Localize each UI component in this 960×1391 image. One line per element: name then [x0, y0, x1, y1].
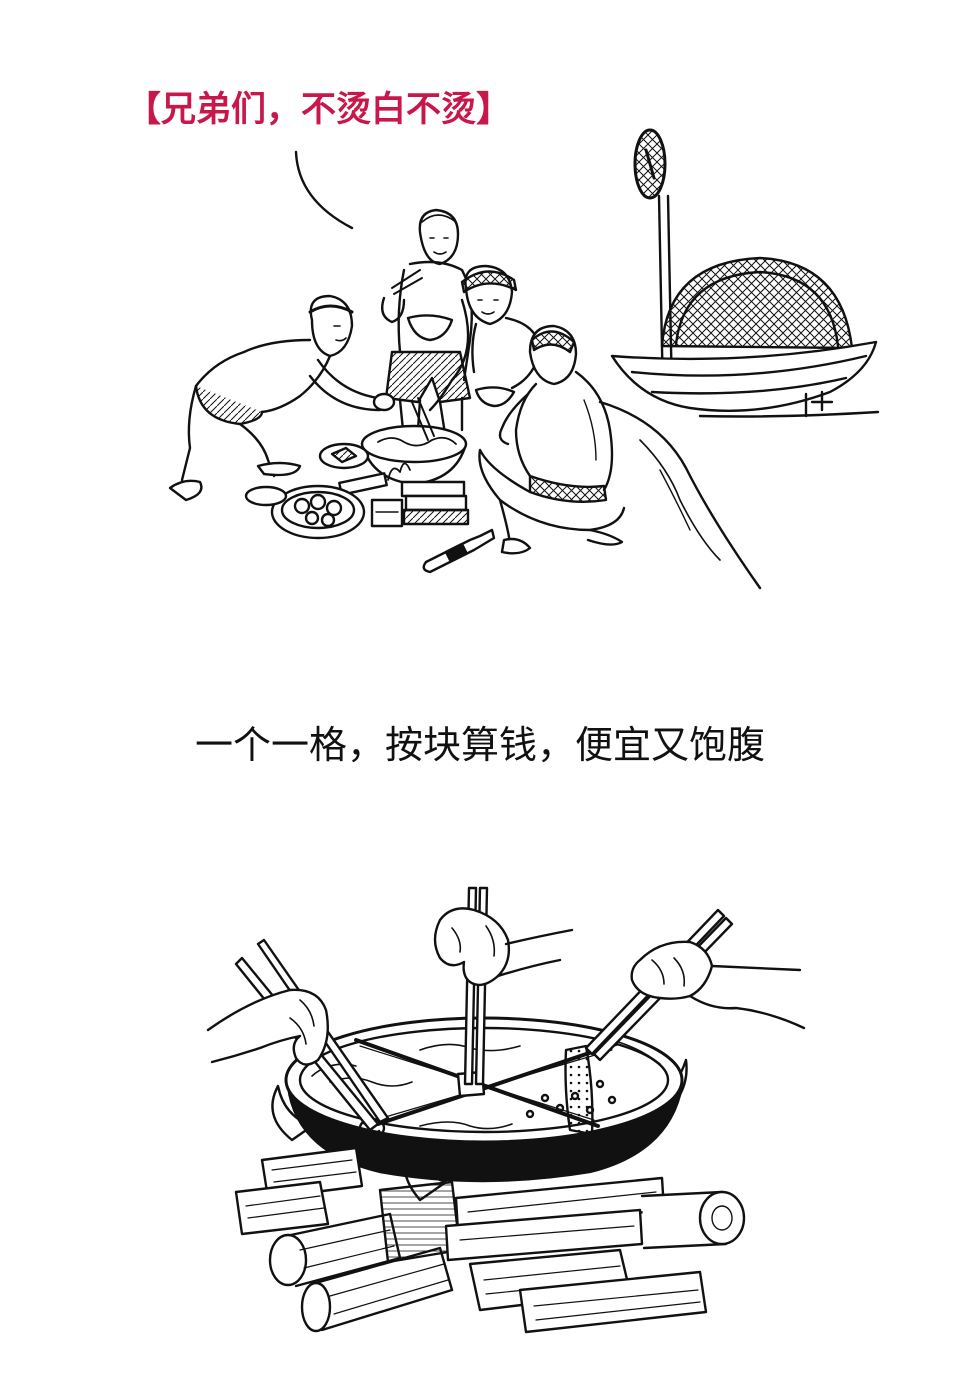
middle-hand	[433, 907, 574, 987]
narration-caption: 一个一格，按块算钱，便宜又饱腹	[194, 723, 765, 767]
sign-pole	[633, 128, 674, 400]
covered-boat	[610, 256, 878, 418]
headband-man	[460, 264, 542, 408]
firewood-left-stack	[234, 1146, 454, 1333]
riverbank	[598, 400, 880, 590]
grid-hotpot-illustration	[206, 886, 806, 1334]
food-plates	[244, 442, 370, 540]
liquor-bottle	[422, 528, 496, 574]
right-hand	[630, 940, 806, 1030]
seated-shirtless-man	[478, 324, 626, 555]
standing-man	[381, 208, 473, 442]
speech-caption: 【兄弟们，不烫白不烫】	[126, 90, 512, 130]
left-hand	[206, 988, 329, 1066]
firewood-right-stack	[444, 1176, 746, 1334]
riverside-hotpot-illustration	[168, 128, 880, 590]
speech-pointer-line	[294, 150, 354, 230]
squatting-man	[168, 294, 396, 502]
